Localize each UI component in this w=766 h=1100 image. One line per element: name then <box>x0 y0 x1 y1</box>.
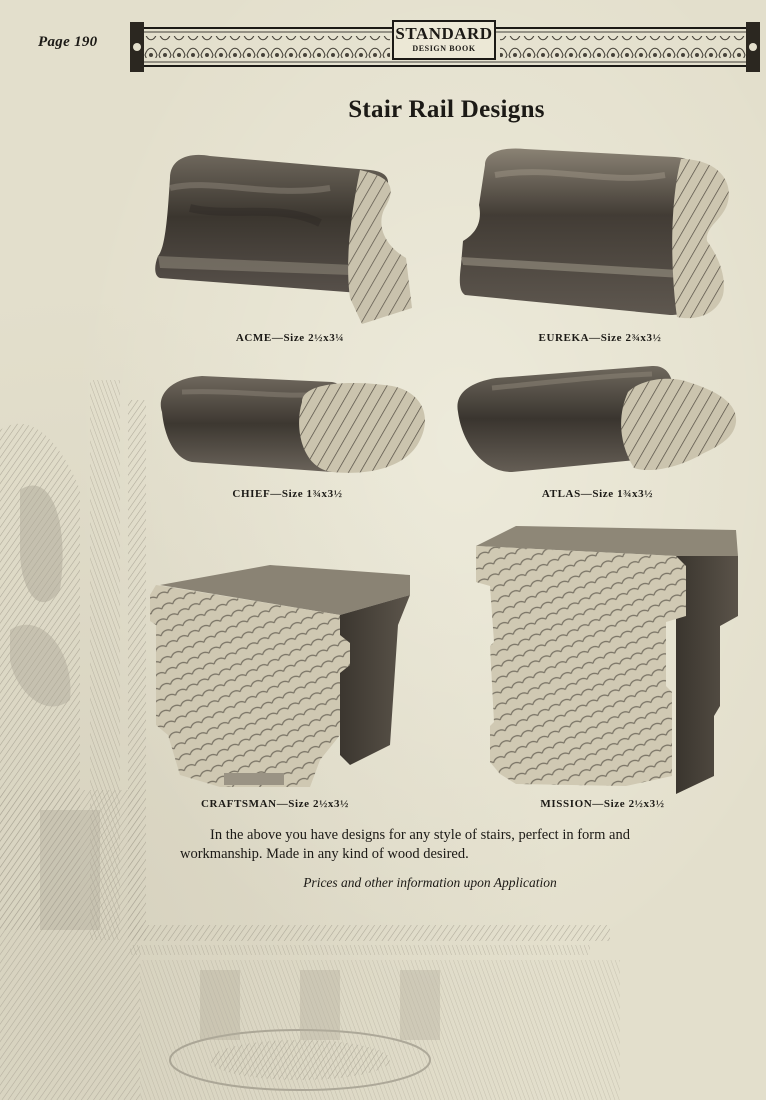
prices-note: Prices and other information upon Applic… <box>303 875 557 890</box>
decorative-interior-engraving <box>0 380 620 1100</box>
mission-caption: MISSION—Size 2½x3½ <box>540 798 665 810</box>
standard-design-book-logo: STANDARD DESIGN BOOK <box>392 20 496 60</box>
atlas-rail-image <box>457 365 737 472</box>
chief-rail-image <box>160 376 425 473</box>
atlas-caption: ATLAS—Size 1¾x3½ <box>541 488 654 500</box>
mission-rail-image <box>476 526 738 794</box>
chief-caption: CHIEF—Size 1¾x3½ <box>232 488 343 500</box>
description-paragraph: In the above you have designs for any st… <box>180 827 630 862</box>
craftsman-caption: CRAFTSMAN—Size 2½x3½ <box>201 798 349 810</box>
page-title: Stair Rail Designs <box>348 96 545 123</box>
craftsman-rail-image <box>150 565 410 787</box>
acme-caption: ACME—Size 2½x3¼ <box>235 332 345 344</box>
page-number: Page 190 <box>38 34 98 50</box>
eureka-rail-image <box>459 148 729 319</box>
eureka-caption: EUREKA—Size 2¾x3½ <box>538 332 662 344</box>
acme-rail-image <box>155 154 412 324</box>
